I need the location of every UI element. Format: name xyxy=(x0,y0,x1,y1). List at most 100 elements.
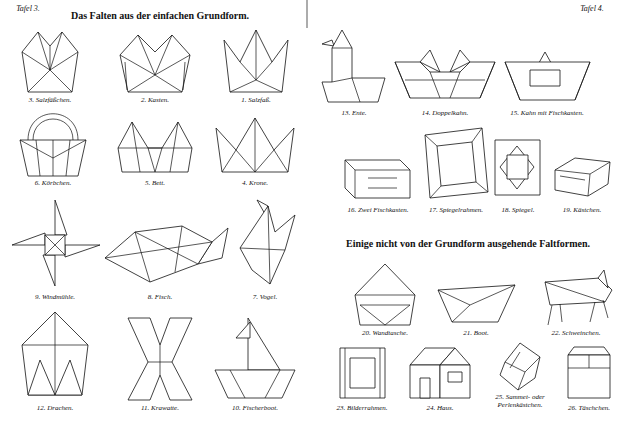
fold-line xyxy=(105,226,212,282)
kite-figure xyxy=(22,312,88,395)
fold-line xyxy=(45,235,65,255)
fold-line xyxy=(448,372,462,382)
fold-line xyxy=(507,155,528,179)
fold-line xyxy=(43,255,55,286)
fold-line xyxy=(215,370,295,398)
box-figure xyxy=(120,35,190,92)
figure-caption: 3. Salzfäßchen. xyxy=(29,97,72,105)
fish-figure xyxy=(105,226,228,282)
fold-line xyxy=(120,35,190,92)
fold-line xyxy=(345,160,410,198)
fishing-boat-figure xyxy=(215,318,295,398)
piglet-figure xyxy=(545,270,612,325)
fold-line xyxy=(55,200,67,235)
fold-line xyxy=(505,62,590,100)
figure-caption: 11. Krawatte. xyxy=(141,405,179,413)
fold-line xyxy=(118,122,192,172)
fold-line xyxy=(28,360,55,395)
fold-line xyxy=(500,343,540,390)
fold-line xyxy=(555,158,610,196)
fold-line xyxy=(148,345,172,375)
fold-line xyxy=(395,62,495,98)
fold-line xyxy=(355,295,415,325)
figure-caption: 26. Täschchen. xyxy=(568,405,610,413)
fold-line xyxy=(555,162,610,196)
fold-line xyxy=(438,285,515,322)
fold-line xyxy=(345,348,380,398)
figure-caption: 10. Fischerboot. xyxy=(232,405,278,413)
two-fish-boxes-figure xyxy=(345,160,410,198)
figure-caption: 25. Sammet- oder Perlenkästchen. xyxy=(489,394,551,409)
fold-line xyxy=(350,358,375,388)
pouch-figure xyxy=(500,343,540,390)
figure-caption: 20. Wandtasche. xyxy=(362,330,408,338)
fold-line xyxy=(500,146,534,189)
fold-line xyxy=(240,206,295,284)
boat-with-box-figure xyxy=(505,52,590,100)
bird-figure xyxy=(240,200,295,284)
basket-figure xyxy=(20,114,86,176)
fold-line xyxy=(105,226,212,282)
figure-caption: 15. Kahn mit Fischkasten. xyxy=(510,110,583,118)
fold-line xyxy=(230,30,282,92)
fold-line xyxy=(222,118,288,172)
figure-caption: 5. Bett. xyxy=(145,180,165,188)
fold-line xyxy=(120,35,190,92)
fold-line xyxy=(322,30,385,102)
fold-line xyxy=(22,312,88,395)
fold-line xyxy=(322,40,334,46)
figure-caption: 13. Ente. xyxy=(341,110,366,118)
fold-line xyxy=(22,32,78,92)
fold-line xyxy=(568,355,610,398)
fold-line xyxy=(332,48,360,102)
plate-heading: Das Falten aus der einfachen Grundform. xyxy=(71,10,249,21)
figure-caption: 21. Boot. xyxy=(463,330,488,338)
fold-line xyxy=(12,233,45,245)
figure-caption: 24. Haus. xyxy=(426,405,453,413)
figure-caption: 4. Krone. xyxy=(242,180,268,188)
figure-caption: 1. Salzfaß. xyxy=(241,97,270,105)
figure-caption: 16. Zwei Fischkasten. xyxy=(347,207,408,215)
figure-caption: 14. Doppelkahn. xyxy=(422,110,468,118)
fold-line xyxy=(495,140,540,195)
fold-line xyxy=(410,365,440,398)
figure-caption: 18. Spiegel. xyxy=(502,207,535,215)
fold-line xyxy=(236,322,250,338)
fold-line xyxy=(22,312,88,395)
fold-line xyxy=(568,347,610,355)
fold-line xyxy=(230,370,280,398)
picture-frame-figure xyxy=(340,348,385,398)
fold-line xyxy=(420,378,430,398)
figure-caption: 22. Schweinchen. xyxy=(552,330,601,338)
fold-line xyxy=(20,140,86,176)
boat-figure xyxy=(438,285,515,322)
plate-number: Tafel 4. xyxy=(580,5,604,14)
fold-line xyxy=(345,160,410,198)
fold-line xyxy=(45,235,65,255)
fold-line xyxy=(55,360,82,395)
little-bag-figure xyxy=(568,347,610,398)
fold-line xyxy=(440,348,470,365)
fold-line xyxy=(118,122,192,172)
figure-caption: 6. Körbchen. xyxy=(35,180,71,188)
mirror-frame-figure xyxy=(425,128,488,198)
fold-line xyxy=(568,355,610,368)
fold-line xyxy=(545,282,608,325)
fold-line xyxy=(224,30,288,92)
figure-caption: 23. Bilderrahmen. xyxy=(336,405,387,413)
fold-line xyxy=(598,270,608,288)
page-divider xyxy=(307,0,308,28)
wall-pocket-figure xyxy=(355,264,415,325)
plate-number: Tafel 3. xyxy=(16,5,40,14)
fold-line xyxy=(505,352,540,390)
fold-line xyxy=(28,114,78,140)
fold-line xyxy=(355,264,415,325)
fold-line xyxy=(248,318,280,370)
necktie-figure xyxy=(128,318,192,400)
figure-caption: 2. Kasten. xyxy=(141,97,169,105)
fold-line xyxy=(425,128,488,198)
fold-line xyxy=(340,348,385,398)
figure-caption: 12. Drachen. xyxy=(37,405,74,413)
fold-line xyxy=(437,142,476,186)
fold-line xyxy=(22,32,78,92)
